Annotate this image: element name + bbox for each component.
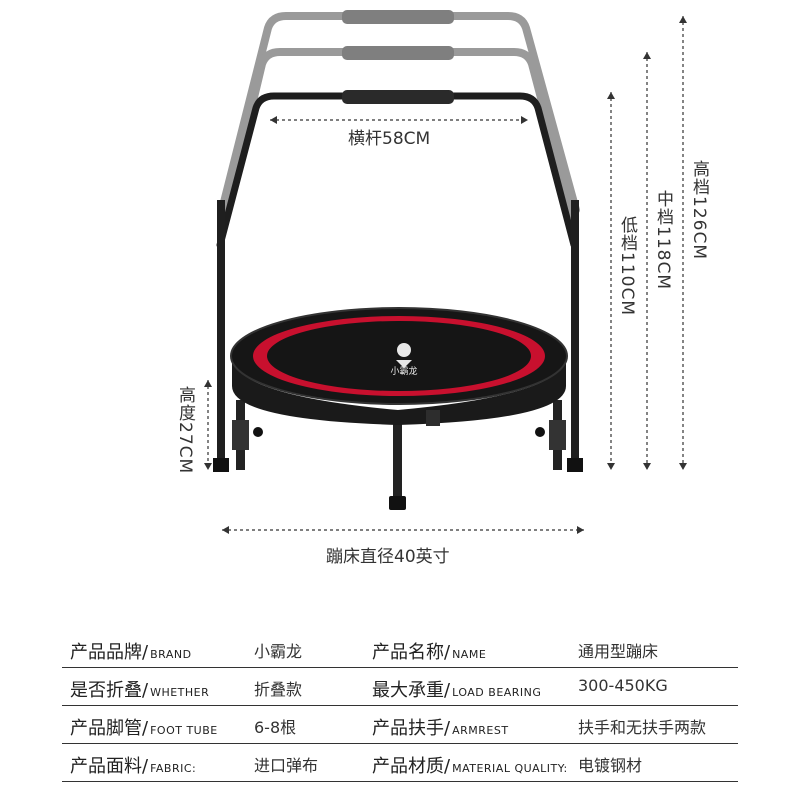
spec-value: 折叠款 bbox=[254, 680, 303, 699]
handlebar-high bbox=[218, 12, 580, 214]
spec-key: 最大承重/LOAD BEARING bbox=[372, 680, 542, 701]
spec-key: 产品脚管/FOOT TUBE bbox=[70, 718, 218, 739]
spec-value: 扶手和无扶手两款 bbox=[578, 718, 707, 737]
mid-height-dimension: 中档118CM bbox=[653, 190, 673, 290]
trampoline-skirt bbox=[232, 356, 566, 425]
leg-center bbox=[393, 412, 402, 504]
product-figure: 小霸龙 横杆58CM 高档126CM 中档118CM 低档110CM 高度27C… bbox=[175, 10, 709, 567]
trampoline-height-dimension: 高度27CM bbox=[175, 386, 195, 475]
spec-key: 产品名称/NAME bbox=[372, 642, 487, 663]
brand-logo: 小霸龙 bbox=[390, 343, 418, 377]
grip-mid bbox=[342, 46, 454, 60]
logo-text: 小霸龙 bbox=[390, 365, 417, 377]
spec-row: 是否折叠/WHETHER 折叠款 最大承重/LOAD BEARING 300-4… bbox=[62, 668, 738, 706]
spec-key: 是否折叠/WHETHER bbox=[70, 680, 210, 701]
grip-low bbox=[342, 90, 454, 104]
grip-high bbox=[342, 10, 454, 24]
spec-key: 产品材质/MATERIAL QUALITY: bbox=[372, 756, 568, 777]
spec-value: 进口弹布 bbox=[254, 756, 319, 775]
spec-key: 产品扶手/ARMREST bbox=[372, 718, 509, 739]
spec-value: 电镀钢材 bbox=[578, 756, 643, 775]
spec-value: 通用型蹦床 bbox=[578, 642, 659, 661]
trampoline-illustration: 小霸龙 bbox=[204, 10, 687, 534]
spec-row: 产品脚管/FOOT TUBE 6-8根 产品扶手/ARMREST 扶手和无扶手两… bbox=[62, 706, 738, 744]
diameter-dimension: 蹦床直径40英寸 bbox=[326, 547, 450, 567]
spec-key: 产品品牌/BRAND bbox=[70, 642, 192, 663]
spec-value: 6-8根 bbox=[254, 718, 297, 737]
spec-table: 产品品牌/BRAND 小霸龙 产品名称/NAME 通用型蹦床 是否折叠/WHET… bbox=[62, 630, 738, 782]
left-post bbox=[217, 200, 225, 470]
high-height-dimension: 高档126CM bbox=[689, 160, 709, 260]
spec-row: 产品面料/FABRIC: 进口弹布 产品材质/MATERIAL QUALITY:… bbox=[62, 744, 738, 782]
right-post bbox=[571, 200, 579, 470]
trampoline-mat bbox=[267, 321, 531, 391]
crossbar-dimension: 横杆58CM bbox=[348, 129, 431, 149]
spec-row: 产品品牌/BRAND 小霸龙 产品名称/NAME 通用型蹦床 bbox=[62, 630, 738, 668]
spec-value: 小霸龙 bbox=[254, 642, 303, 661]
spec-value: 300-450KG bbox=[578, 676, 668, 695]
spec-key: 产品面料/FABRIC: bbox=[70, 756, 197, 777]
low-height-dimension: 低档110CM bbox=[617, 216, 637, 316]
